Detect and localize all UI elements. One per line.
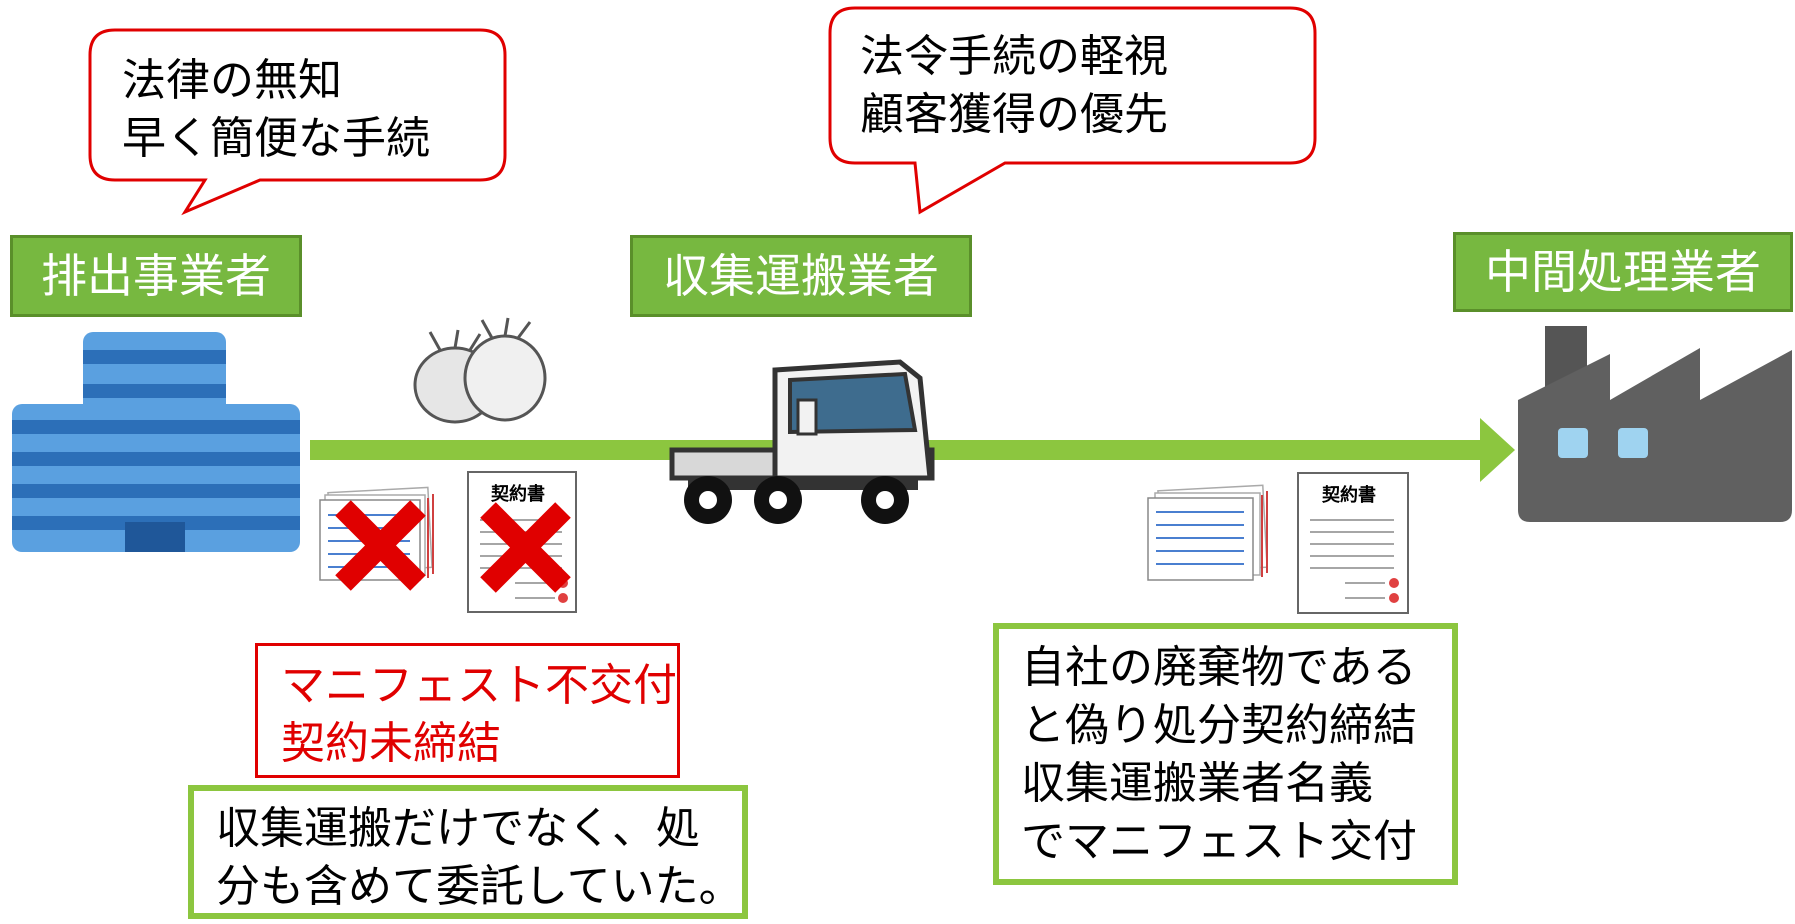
bubble-collector-line-1: 法令手続の軽視 [860, 31, 1168, 82]
manifest-stack-icon-right [1147, 484, 1268, 581]
contract-document-icon-right [1297, 472, 1409, 614]
contract-title-right: 契約書 [1322, 485, 1376, 506]
cross-icon-manifest [335, 500, 426, 591]
note-left-consignment: 収集運搬だけでなく、処 分も含めて委託していた。 [188, 785, 748, 919]
cross-icon-contract [480, 502, 571, 593]
speech-bubble-discharger [88, 28, 507, 216]
bubble-collector-text: 法令手続の軽視 顧客獲得の優先 [860, 28, 1168, 144]
note-left-line-1: 収集運搬だけでなく、処 [216, 803, 700, 854]
bubble-discharger-line-1: 法律の無知 [122, 55, 342, 106]
truck-icon [669, 359, 935, 524]
bubble-discharger-line-2: 早く簡便な手続 [122, 113, 430, 164]
office-building-icon [12, 332, 300, 552]
note-right-line-4: でマニフェスト交付 [1021, 816, 1417, 867]
note-right-false-contract: 自社の廃棄物である と偽り処分契約締結 収集運搬業者名義 でマニフェスト交付 [993, 623, 1458, 885]
factory-icon [1518, 326, 1792, 522]
speech-bubble-collector [828, 6, 1317, 215]
label-collector: 収集運搬業者 [630, 235, 972, 317]
note-right-line-3: 収集運搬業者名義 [1021, 758, 1373, 809]
note-left-line-2: 分も含めて委託していた。 [216, 861, 743, 912]
note-red-line-1: マニフェスト不交付 [281, 660, 677, 711]
label-discharger: 排出事業者 [10, 235, 302, 317]
note-right-line-2: と偽り処分契約締結 [1021, 700, 1417, 751]
contract-title-left: 契約書 [491, 484, 545, 505]
label-processor: 中間処理業者 [1453, 232, 1793, 312]
note-red-line-2: 契約未締結 [281, 718, 501, 769]
garbage-bags-icon [413, 317, 547, 424]
note-right-line-1: 自社の廃棄物である [1021, 642, 1417, 693]
bubble-discharger-text: 法律の無知 早く簡便な手続 [122, 52, 430, 168]
note-missing-documents: マニフェスト不交付 契約未締結 [255, 643, 680, 778]
bubble-collector-line-2: 顧客獲得の優先 [860, 89, 1168, 140]
